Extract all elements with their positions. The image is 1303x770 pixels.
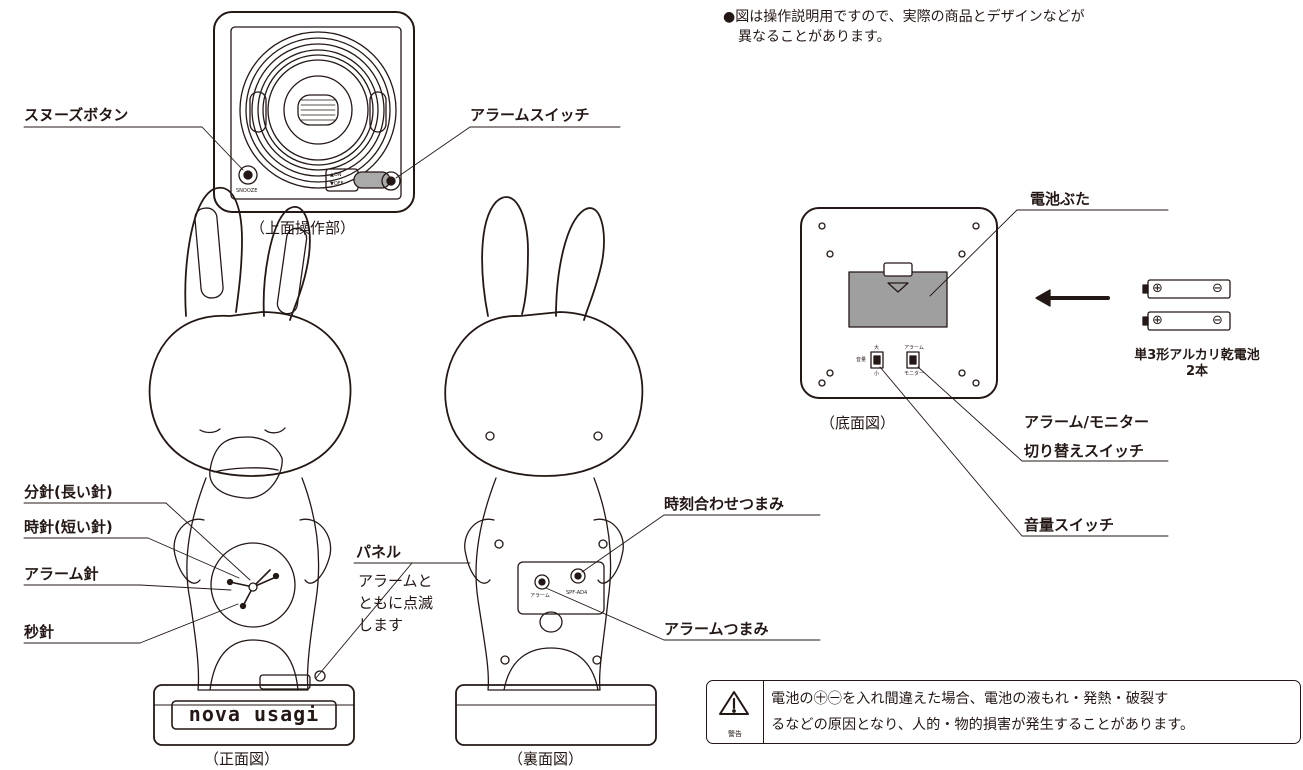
caption-back-view: （裏面図） <box>508 750 584 768</box>
nova-usagi-logo: nova usagi <box>188 702 320 726</box>
label-time-set-knob: 時刻合わせつまみ <box>664 495 785 513</box>
caption-front-view: （正面図） <box>204 750 280 768</box>
label-panel: パネル <box>356 543 402 561</box>
warning-box: 警告 電池の㊉㊀を入れ間違えた場合、電池の液もれ・発熱・破裂す るなどの原因とな… <box>706 680 1301 744</box>
switch-on-text: ▲ON <box>330 172 342 178</box>
snooze-button-drawing <box>238 165 258 185</box>
panel-description: アラームと ともに点滅 します <box>358 570 433 636</box>
leader-lines <box>23 126 1169 679</box>
warning-triangle-icon <box>719 691 749 715</box>
notice-line-1: ●図は操作説明用ですので、実際の商品とデザインなどが <box>723 9 1085 25</box>
back-view-drawing <box>444 196 657 746</box>
knob-alarm-text: アラーム <box>530 593 550 599</box>
snooze-text: SNOOZE <box>236 188 258 194</box>
label-mode-switch-1: アラーム/モニター <box>1024 413 1150 431</box>
warning-line-2: るなどの原因となり、人的・物的損害が発生することがあります。 <box>771 717 1195 733</box>
warning-text: 電池の㊉㊀を入れ間違えた場合、電池の液もれ・発熱・破裂す るなどの原因となり、人… <box>771 686 1194 738</box>
label-alarm-knob: アラームつまみ <box>664 620 769 638</box>
caption-top-panel: （上面操作部） <box>250 219 356 237</box>
warning-icon-cell: 警告 <box>707 681 764 743</box>
knob-model-text: SPF-AD4 <box>566 590 588 596</box>
mode-monitor-text: モニター <box>904 371 925 377</box>
panel-desc-line-2: ともに点滅 <box>358 594 434 612</box>
label-battery-cover: 電池ぶた <box>1030 190 1091 208</box>
battery-type-label: 単3形アルカリ乾電池 2本 <box>1112 348 1282 380</box>
label-hour-hand: 時針(短い針) <box>24 518 113 536</box>
label-snooze-button: スヌーズボタン <box>24 106 129 124</box>
battery-1-plus: ⊕ <box>1152 281 1163 296</box>
bottom-view-drawing <box>800 207 998 399</box>
front-view-drawing <box>148 187 355 746</box>
top-panel-drawing <box>213 11 415 213</box>
label-mode-switch-2: 切り替えスイッチ <box>1024 442 1145 460</box>
vol-low-text: 小 <box>874 371 880 377</box>
label-volume-switch: 音量スイッチ <box>1024 516 1115 534</box>
panel-desc-line-3: します <box>358 616 404 634</box>
battery-line-1: 単3形アルカリ乾電池 <box>1134 348 1260 363</box>
battery-drawing <box>1035 279 1231 331</box>
label-second-hand: 秒針 <box>24 623 55 641</box>
vol-high-text: 大 <box>874 345 880 351</box>
switch-off-text: ▼OFF <box>330 181 344 187</box>
notice-line-2: 異なることがあります。 <box>738 29 891 45</box>
battery-1-minus: ⊖ <box>1212 281 1223 296</box>
panel-desc-line-1: アラームと <box>358 572 433 590</box>
battery-line-2: 2本 <box>1185 364 1209 379</box>
label-minute-hand: 分針(長い針) <box>24 483 113 501</box>
warning-line-1: 電池の㊉㊀を入れ間違えた場合、電池の液もれ・発熱・破裂す <box>771 691 1169 707</box>
label-alarm-hand: アラーム針 <box>24 565 99 583</box>
mode-alarm-text: アラーム <box>904 345 924 351</box>
battery-2-plus: ⊕ <box>1152 313 1163 328</box>
caption-bottom-view: （底面図） <box>820 414 896 432</box>
label-alarm-switch: アラームスイッチ <box>470 106 590 124</box>
battery-2-minus: ⊖ <box>1212 313 1223 328</box>
vol-label-text: 音量 <box>856 357 867 363</box>
warning-icon-label: 警告 <box>728 730 742 738</box>
